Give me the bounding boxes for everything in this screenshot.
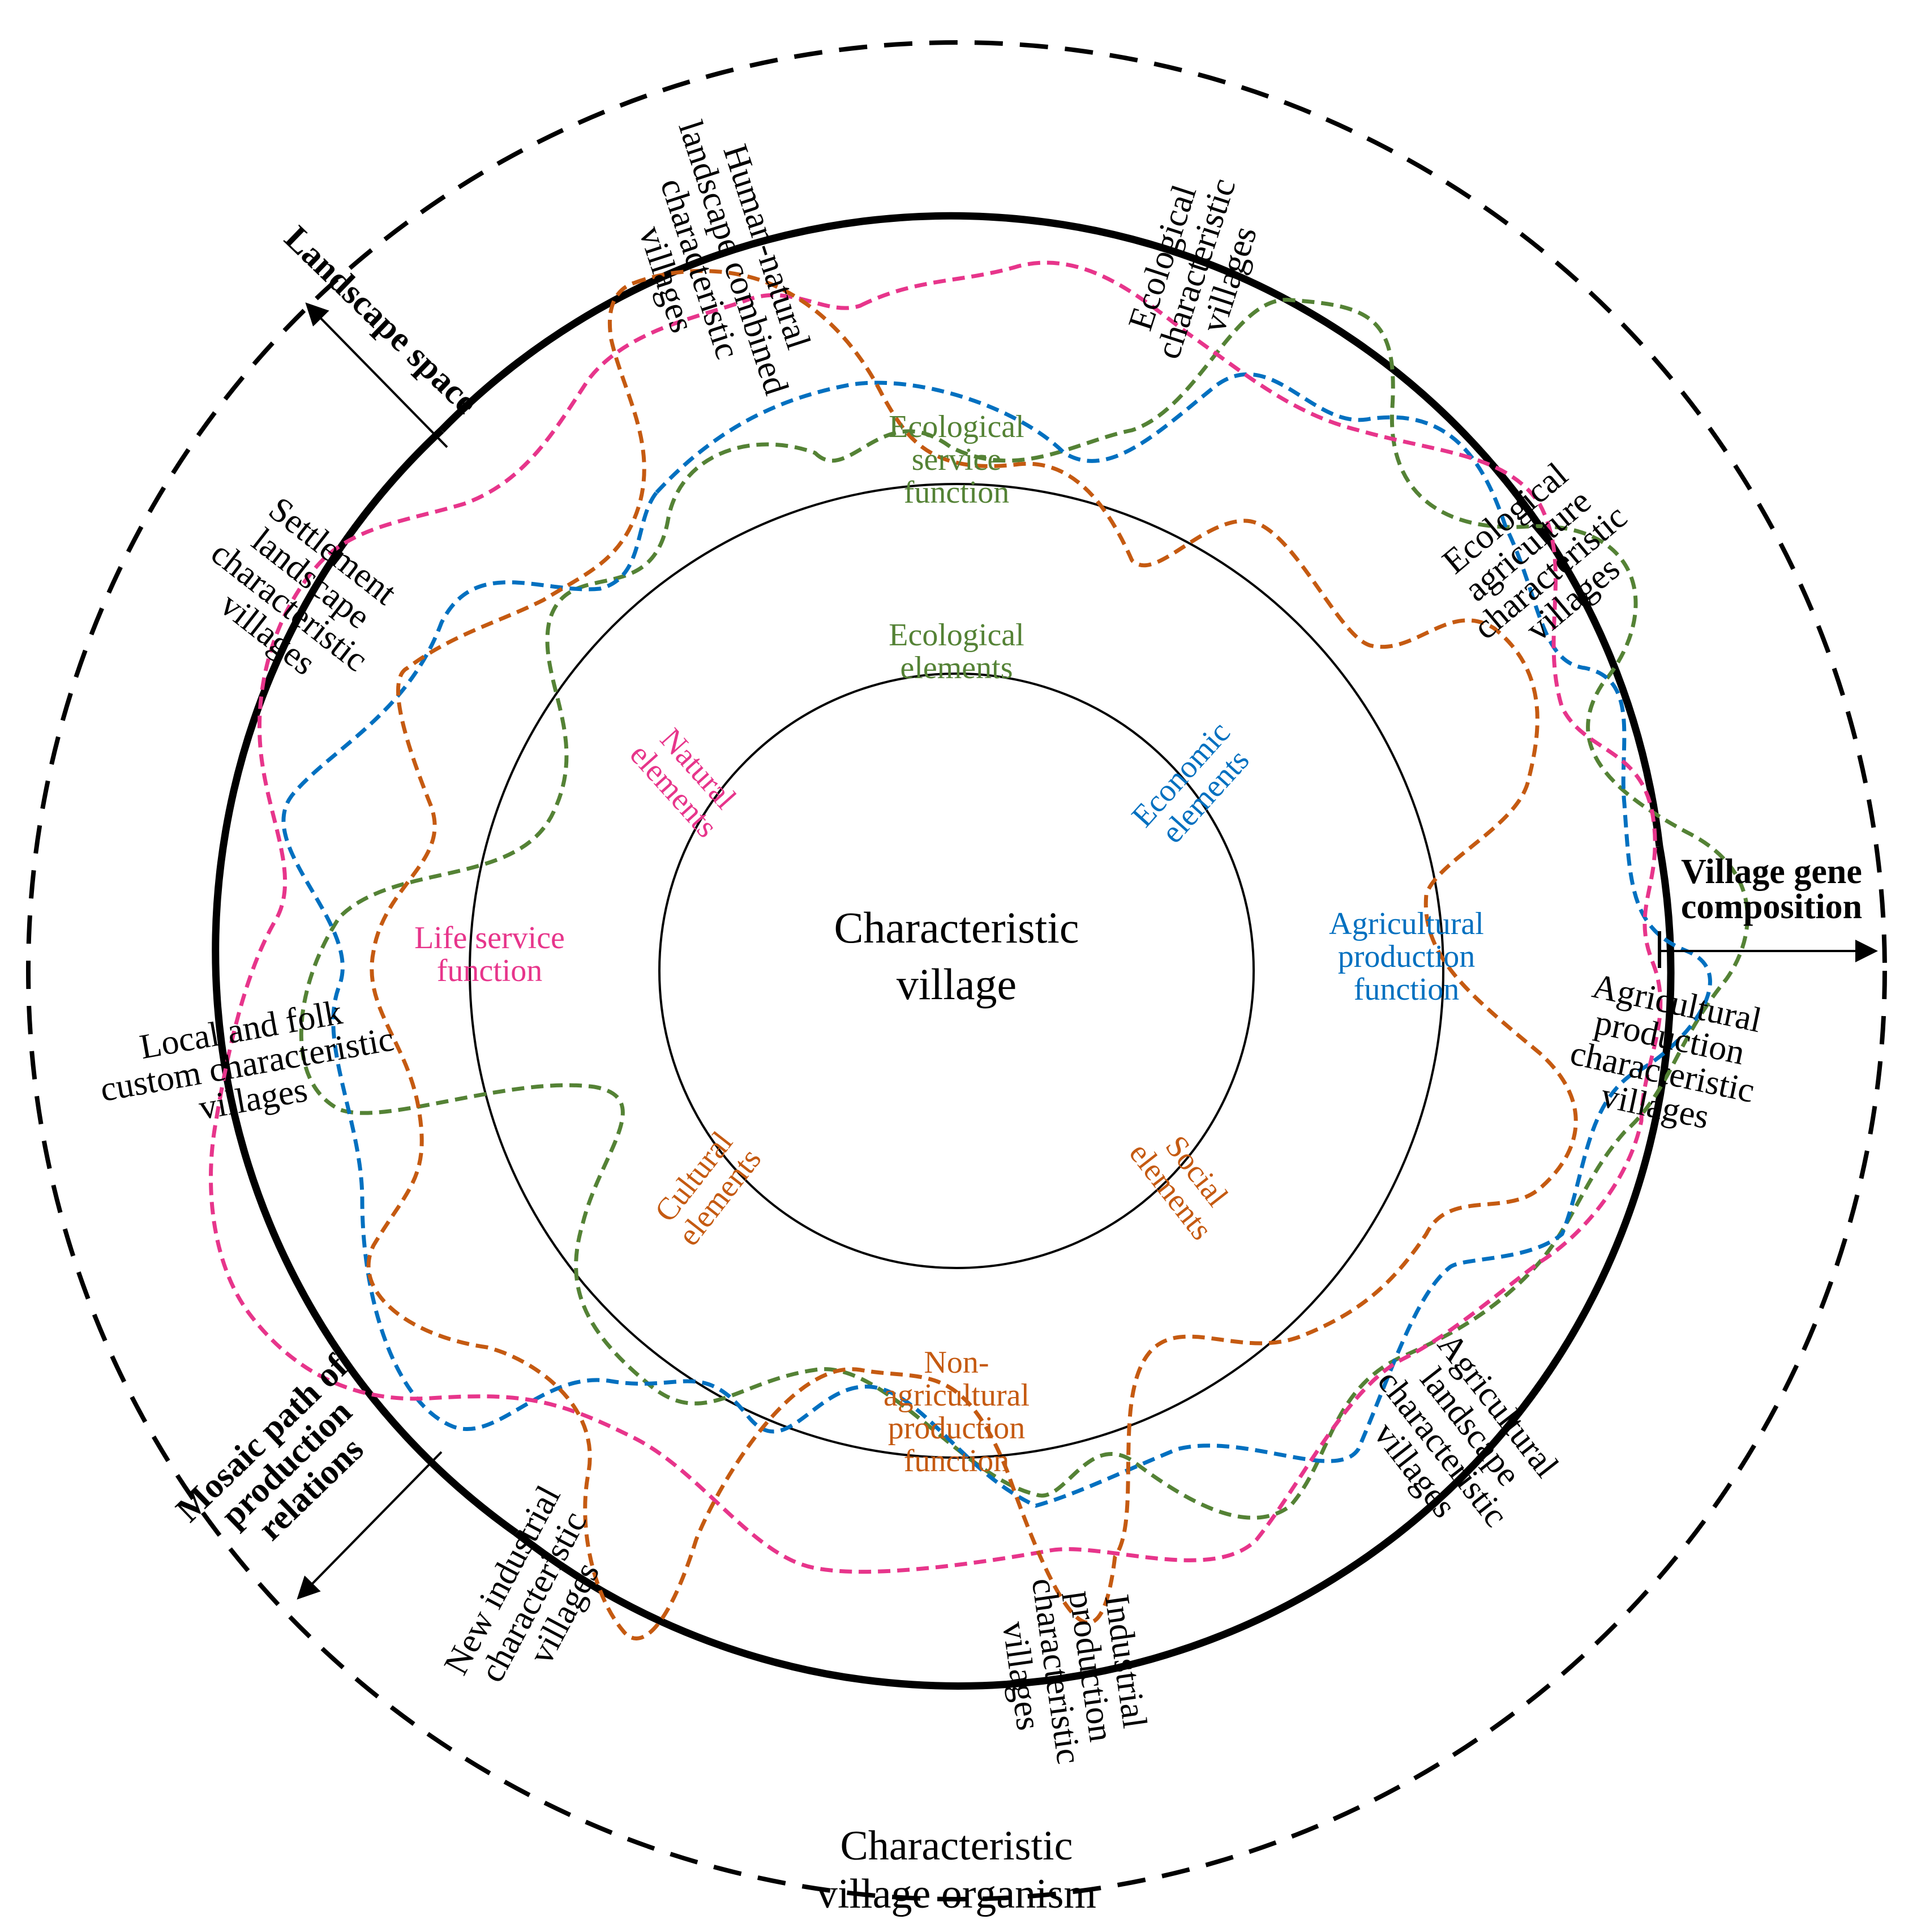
landscape-space-label: Landscape space <box>277 219 486 422</box>
settlement-landscape-villages-label: Settlement landscape characteristic vill… <box>204 490 404 683</box>
industrial-production-villages-label: Industrial production characteristic vil… <box>995 1576 1154 1767</box>
ecological-elements-label: Ecological elements <box>889 618 1024 686</box>
ecological-villages-label: Ecological characteristic villages <box>1121 174 1264 363</box>
human-natural-villages-label: Human-natural landscape combined charact… <box>632 116 818 400</box>
svg-text:function: function <box>904 475 1010 510</box>
svg-text:Agricultural: Agricultural <box>1329 906 1484 941</box>
life-service-function-label: Life service function <box>414 920 565 988</box>
inner-ring <box>658 672 1255 1269</box>
mosaic-path-label: Mosaic path of production relations <box>169 1347 371 1548</box>
svg-text:elements: elements <box>900 650 1013 686</box>
middle-ring <box>469 483 1444 1459</box>
svg-text:composition: composition <box>1681 888 1862 926</box>
svg-text:village organism: village organism <box>817 1871 1096 1917</box>
landscape-space-arrow <box>305 302 448 448</box>
svg-text:function: function <box>1354 972 1460 1007</box>
outer-solid-ring-arc-left <box>439 212 1663 847</box>
social-elements-label: Social elements <box>1122 1129 1235 1246</box>
svg-text:Non-: Non- <box>924 1345 989 1380</box>
svg-text:agricultural: agricultural <box>884 1378 1030 1413</box>
agricultural-landscape-villages-label: Agricultural landscape characteristic vi… <box>1366 1326 1566 1534</box>
svg-text:function: function <box>437 953 543 988</box>
center-title-line2: village <box>897 959 1017 1009</box>
mosaic-path-arrow <box>297 1451 443 1600</box>
non-agricultural-production-function-label: Non- agricultural production function <box>884 1345 1030 1479</box>
outer-dashed-ring <box>26 40 1887 1901</box>
ecological-agriculture-villages-label: Ecological agriculture characteristic vi… <box>1435 455 1635 649</box>
svg-text:Village gene: Village gene <box>1681 853 1862 891</box>
ecological-wave-curve <box>299 298 1749 1520</box>
agricultural-production-function-label: Agricultural production function <box>1329 906 1484 1007</box>
svg-text:production: production <box>1338 939 1476 974</box>
agricultural-production-villages-label: Agricultural production characteristic v… <box>1567 967 1765 1137</box>
center-title-line1: Characteristic <box>834 903 1079 952</box>
svg-text:production: production <box>888 1411 1026 1446</box>
svg-text:Life service: Life service <box>414 920 565 956</box>
natural-wave-curve <box>209 260 1663 1574</box>
village-gene-label: Village gene composition <box>1681 853 1862 926</box>
local-folk-villages-label: Local and folk custom characteristic vil… <box>97 993 397 1127</box>
svg-text:service: service <box>912 442 1002 477</box>
svg-text:Characteristic: Characteristic <box>840 1823 1073 1869</box>
natural-elements-label: Natural elements <box>623 722 743 845</box>
cultural-elements-label: Cultural elements <box>648 1125 768 1253</box>
cultural-wave-curve <box>366 269 1578 1640</box>
svg-text:Ecological: Ecological <box>889 618 1024 653</box>
ecological-service-function-label: Ecological service function <box>889 409 1024 510</box>
svg-text:Landscape space: Landscape space <box>277 219 486 422</box>
outer-solid-ring-arc-right <box>513 845 1675 1690</box>
organism-label: Characteristic village organism <box>817 1823 1096 1917</box>
svg-text:function: function <box>904 1443 1010 1479</box>
svg-text:Ecological: Ecological <box>889 409 1024 444</box>
economic-elements-label: Economic elements <box>1125 715 1256 850</box>
economic-wave-curve <box>281 372 1712 1508</box>
